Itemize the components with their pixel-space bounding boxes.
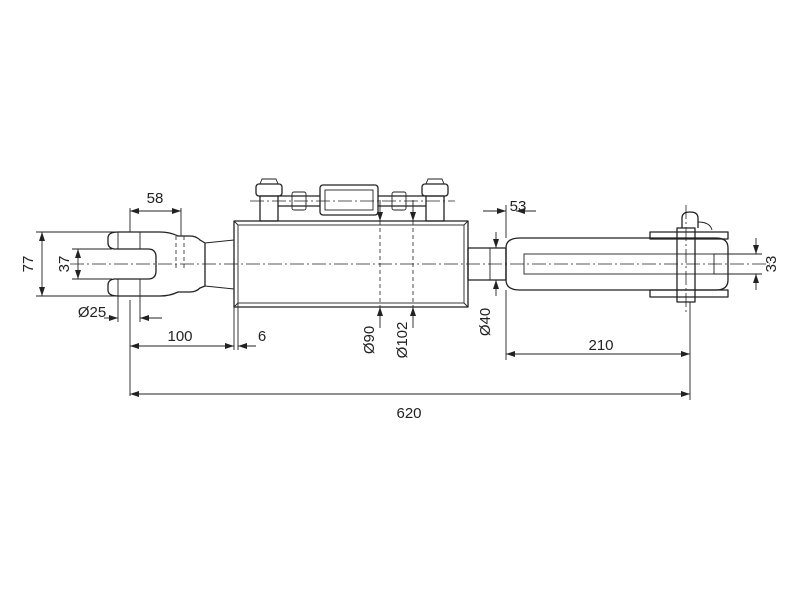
dim-label-90: Ø90 <box>361 326 378 354</box>
dim-label-33: 33 <box>763 256 780 273</box>
dim-label-6: 6 <box>258 328 266 345</box>
dim-label-37: 37 <box>56 256 73 273</box>
dim-25: Ø25 <box>78 296 162 322</box>
dim-33: 33 <box>714 238 780 290</box>
dim-100: 100 6 <box>129 300 266 396</box>
dim-210: 210 <box>505 290 691 400</box>
dim-label-53: 53 <box>510 198 527 215</box>
dim-label-100: 100 <box>167 328 192 345</box>
dim-label-210: 210 <box>588 337 613 354</box>
dim-77: 77 <box>20 231 118 297</box>
left-clevis <box>107 231 235 297</box>
dim-40: Ø40 <box>477 232 499 336</box>
dim-label-620: 620 <box>396 405 421 422</box>
dim-label-58: 58 <box>147 190 164 207</box>
dim-label-25: Ø25 <box>78 304 106 321</box>
hydraulic-fittings <box>250 178 455 222</box>
right-fork <box>505 205 729 315</box>
dim-label-40: Ø40 <box>477 308 494 336</box>
dim-620: 620 <box>130 391 690 422</box>
dim-label-77: 77 <box>20 256 37 273</box>
dim-label-102: Ø102 <box>394 322 411 359</box>
dim-37: 37 <box>56 248 112 280</box>
dim-90-102: Ø90 Ø102 <box>361 200 416 359</box>
dim-58: 58 <box>129 190 182 236</box>
dim-53: 53 <box>483 198 536 238</box>
